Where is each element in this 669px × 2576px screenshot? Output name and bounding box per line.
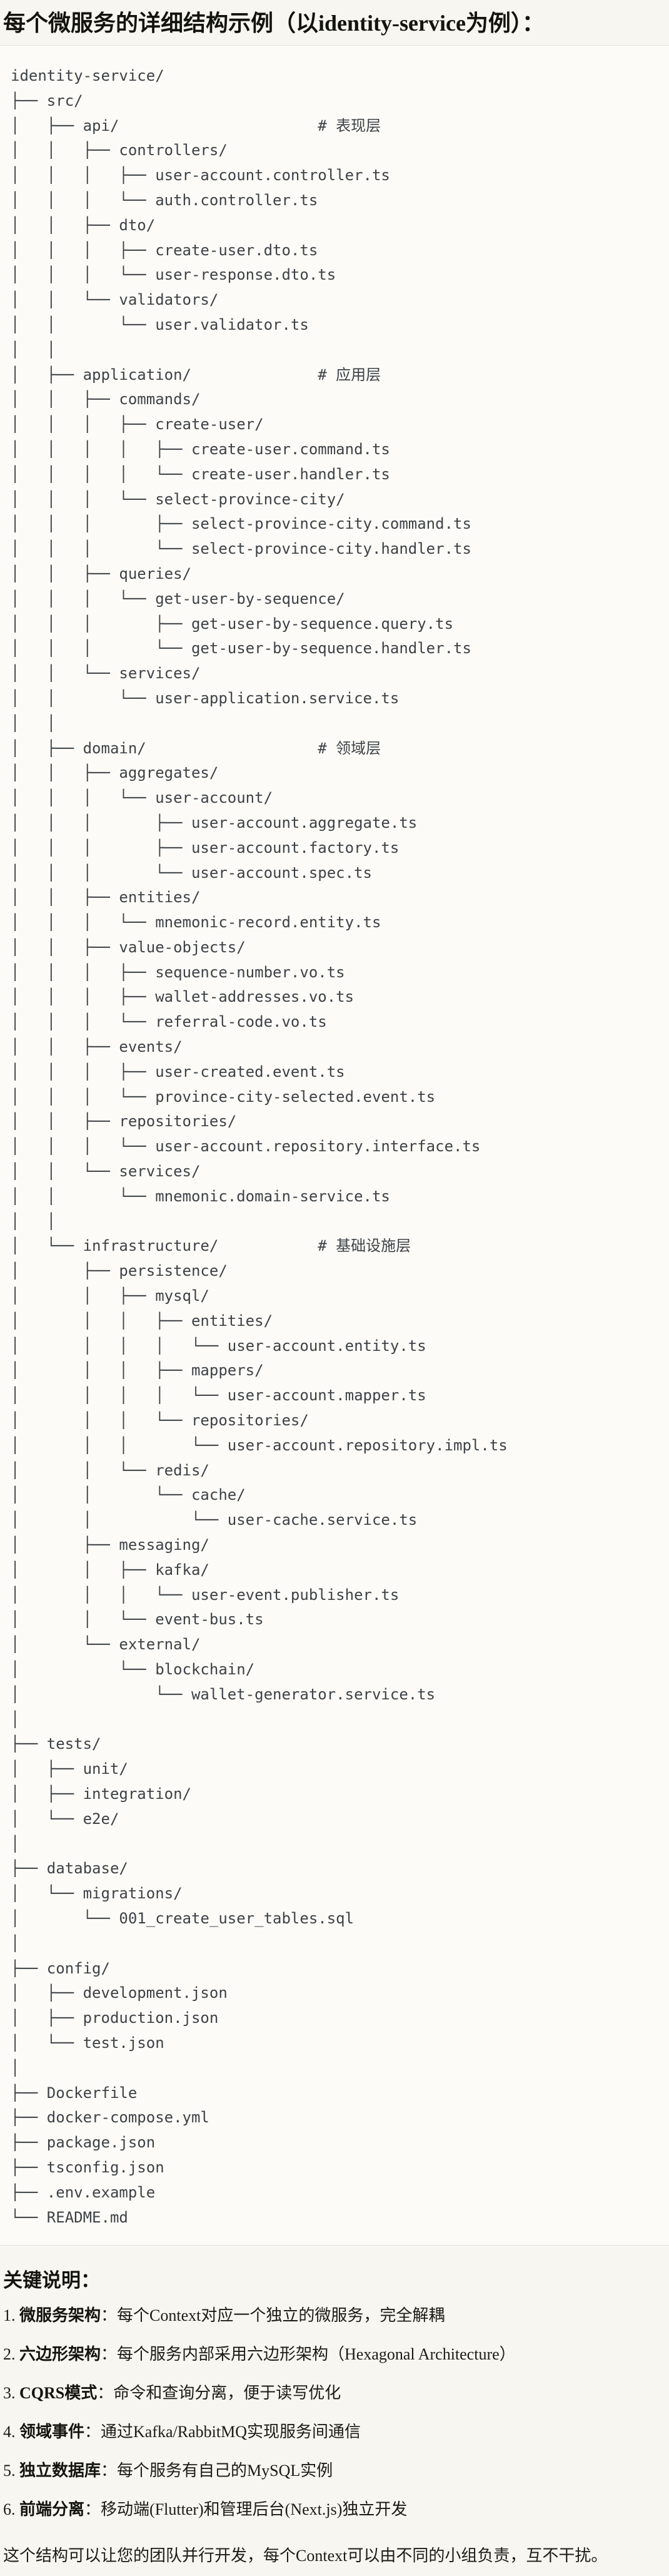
note-item-number: 5. — [3, 2461, 19, 2480]
note-item-term: 独立数据库 — [19, 2461, 101, 2480]
notes-section: 关键说明： 1. 微服务架构：每个Context对应一个独立的微服务，完全解耦 … — [0, 2246, 669, 2576]
page-title: 每个微服务的详细结构示例（以identity-service为例）： — [3, 11, 545, 36]
note-item: 4. 领域事件：通过Kafka/RabbitMQ实现服务间通信 — [3, 2421, 663, 2443]
directory-tree: identity-service/ ├── src/ │ ├── api/ # … — [11, 67, 508, 2226]
notes-heading: 关键说明： — [3, 2269, 100, 2292]
note-item-number: 4. — [3, 2423, 19, 2441]
note-item-text: 每个服务有自己的MySQL实例 — [117, 2461, 333, 2480]
note-item-colon: ： — [84, 2423, 101, 2441]
note-item-term: 前端分离 — [19, 2500, 85, 2519]
note-item-colon: ： — [101, 2345, 118, 2364]
note-item-term: CQRS模式 — [19, 2384, 98, 2403]
note-item: 3. CQRS模式：命令和查询分离，便于读写优化 — [3, 2382, 663, 2405]
note-item-term: 微服务架构 — [19, 2306, 101, 2325]
conclusion-text: 这个结构可以让您的团队并行开发，每个Context可以由不同的小组负责，互不干扰… — [3, 2547, 608, 2565]
note-item-colon: ： — [84, 2500, 101, 2519]
note-item-term: 六边形架构 — [19, 2345, 101, 2364]
note-item-number: 2. — [3, 2345, 19, 2364]
code-block: identity-service/ ├── src/ │ ├── api/ # … — [0, 45, 669, 2246]
note-item-text: 每个Context对应一个独立的微服务，完全解耦 — [117, 2306, 445, 2325]
note-item: 2. 六边形架构：每个服务内部采用六边形架构（Hexagonal Archite… — [3, 2343, 663, 2366]
note-item: 1. 微服务架构：每个Context对应一个独立的微服务，完全解耦 — [3, 2304, 663, 2327]
note-item-text: 移动端(Flutter)和管理后台(Next.js)独立开发 — [101, 2500, 408, 2519]
note-item-number: 1. — [3, 2306, 19, 2325]
note-item-term: 领域事件 — [19, 2423, 85, 2441]
note-item-colon: ： — [101, 2461, 118, 2480]
note-item-colon: ： — [101, 2306, 118, 2325]
note-item-colon: ： — [97, 2384, 114, 2403]
note-item: 6. 前端分离：移动端(Flutter)和管理后台(Next.js)独立开发 — [3, 2498, 663, 2521]
note-item-text: 通过Kafka/RabbitMQ实现服务间通信 — [101, 2423, 361, 2441]
note-item-number: 6. — [3, 2500, 19, 2519]
note-item-text: 命令和查询分离，便于读写优化 — [113, 2384, 341, 2403]
note-item-number: 3. — [3, 2384, 19, 2403]
note-item-text: 每个服务内部采用六边形架构（Hexagonal Architecture） — [117, 2345, 516, 2364]
note-item: 5. 独立数据库：每个服务有自己的MySQL实例 — [3, 2460, 663, 2482]
